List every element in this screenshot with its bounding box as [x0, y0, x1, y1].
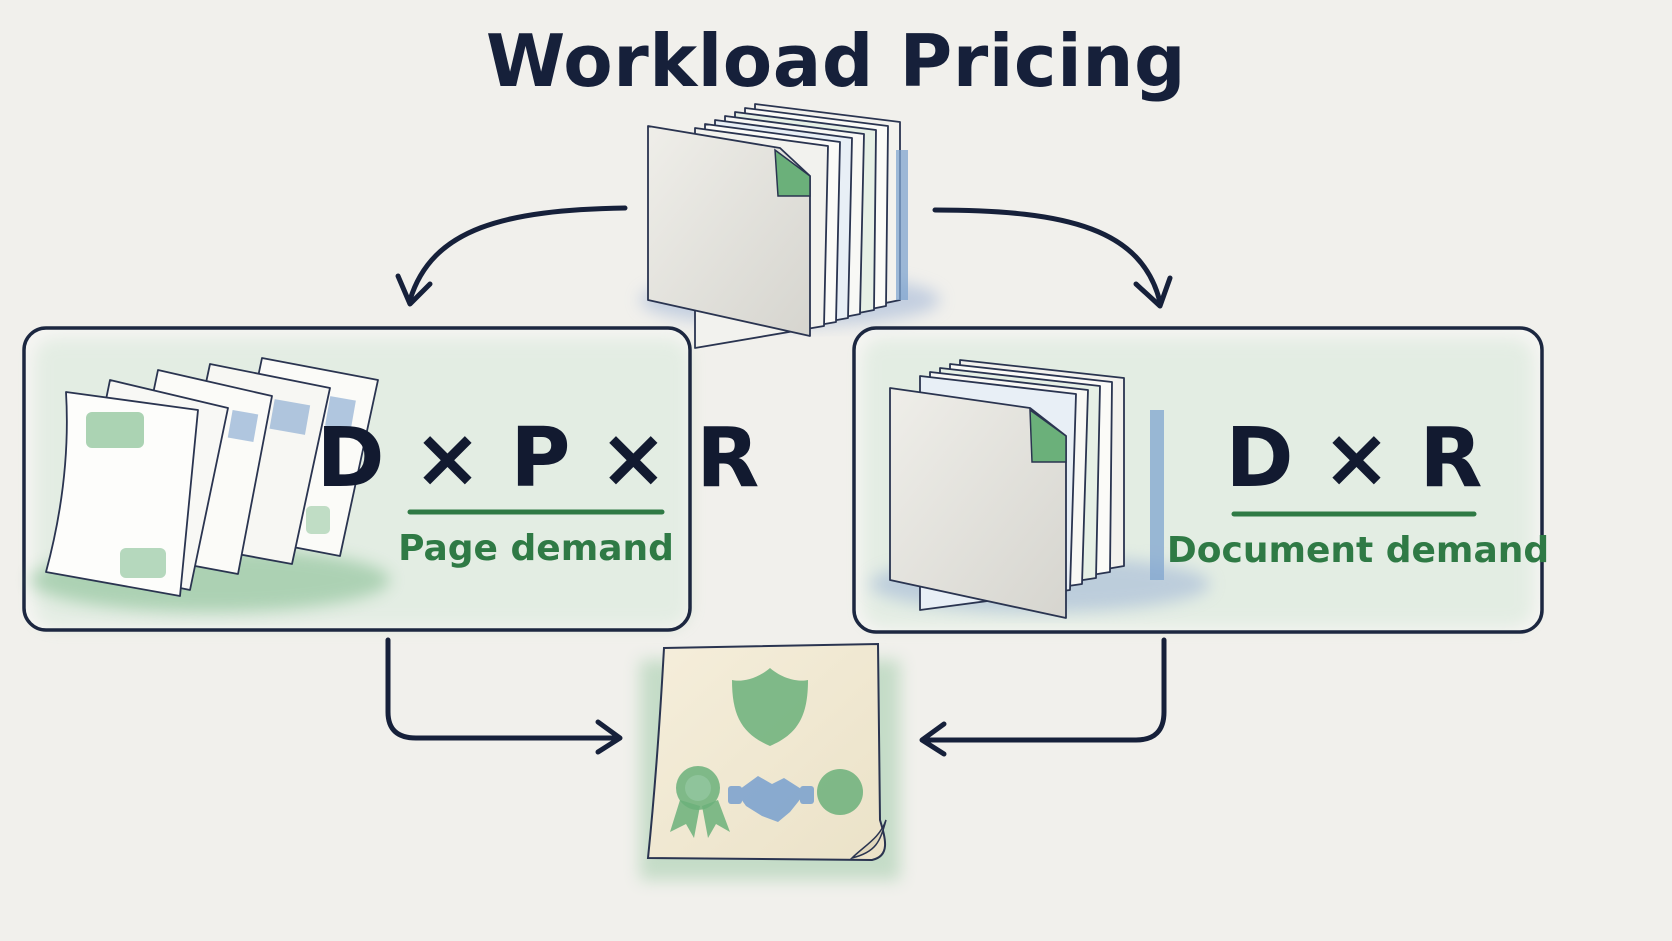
top-document-stack-icon — [640, 103, 940, 349]
contract-certificate-icon — [640, 642, 900, 880]
arrowhead-right-top — [1133, 275, 1173, 309]
seal-icon — [817, 769, 863, 815]
shield-icon — [732, 668, 808, 746]
award-ribbon-icon — [670, 766, 730, 838]
arrow-from-document-demand — [921, 637, 1167, 743]
arrow-to-page-demand — [407, 205, 628, 303]
diagram-title: Workload Pricing — [486, 19, 1186, 103]
page-demand-label: Page demand — [398, 528, 674, 569]
document-demand-label: Document demand — [1167, 530, 1549, 571]
page-demand-panel: D × P × R Page demand — [22, 326, 760, 632]
document-demand-panel: D × R Document demand — [852, 326, 1549, 634]
arrowhead-right-bottom — [919, 721, 947, 757]
handshake-icon — [728, 776, 814, 822]
arrowhead-left-top — [395, 273, 433, 307]
arrow-from-page-demand — [385, 637, 621, 741]
arrow-to-document-demand — [932, 207, 1163, 305]
page-fan-icon — [30, 357, 390, 612]
right-document-stack-icon — [870, 359, 1210, 619]
arrowhead-left-bottom — [595, 719, 623, 755]
document-demand-formula: D × R — [1225, 411, 1482, 506]
page-demand-formula: D × P × R — [317, 411, 760, 506]
